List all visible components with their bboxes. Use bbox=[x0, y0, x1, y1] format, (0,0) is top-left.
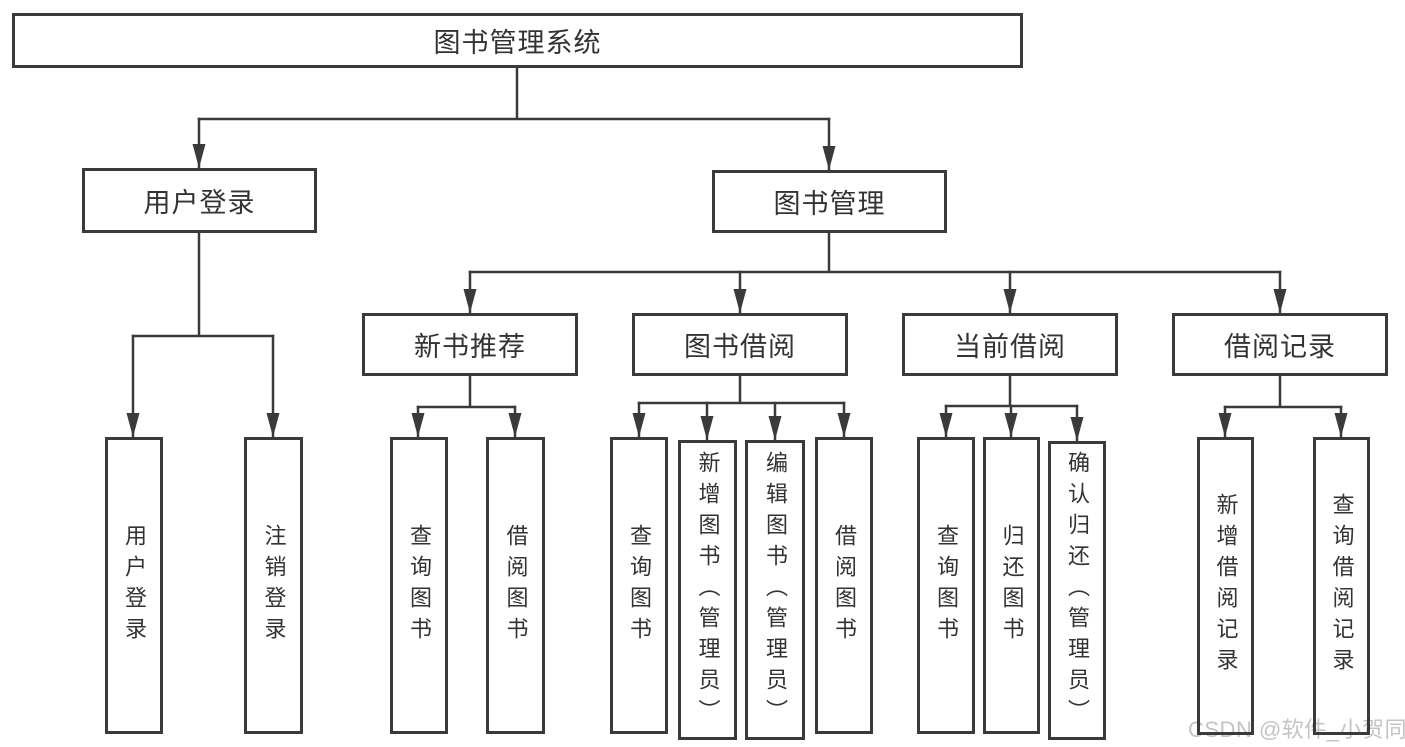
leaf-add-book-admin: 新增图书（管理员） bbox=[678, 440, 737, 740]
leaf-return-books: 归还图书 bbox=[983, 437, 1040, 734]
node-root: 图书管理系统 bbox=[12, 13, 1023, 68]
node-new-book-recommend: 新书推荐 bbox=[362, 313, 578, 376]
leaf-add-borrow-record: 新增借阅记录 bbox=[1197, 437, 1254, 735]
leaf-recommend-query-books: 查询图书 bbox=[390, 437, 448, 734]
leaf-borrow-query-books: 查询图书 bbox=[610, 437, 668, 734]
leaf-query-borrow-record: 查询借阅记录 bbox=[1313, 437, 1370, 735]
leaf-user-login: 用户登录 bbox=[105, 437, 163, 734]
node-book-management: 图书管理 bbox=[712, 170, 947, 233]
node-book-borrow: 图书借阅 bbox=[632, 313, 848, 376]
leaf-logout: 注销登录 bbox=[244, 437, 303, 734]
leaf-borrow-borrow-books: 借阅图书 bbox=[815, 437, 873, 734]
leaf-recommend-borrow-books: 借阅图书 bbox=[486, 437, 545, 734]
leaf-current-query-books: 查询图书 bbox=[917, 437, 975, 734]
leaf-edit-book-admin: 编辑图书（管理员） bbox=[745, 440, 805, 740]
leaf-confirm-return-admin: 确认归还（管理员） bbox=[1048, 441, 1106, 740]
node-current-borrow: 当前借阅 bbox=[902, 313, 1118, 376]
node-borrow-records: 借阅记录 bbox=[1172, 313, 1388, 376]
node-user-login: 用户登录 bbox=[82, 168, 317, 233]
